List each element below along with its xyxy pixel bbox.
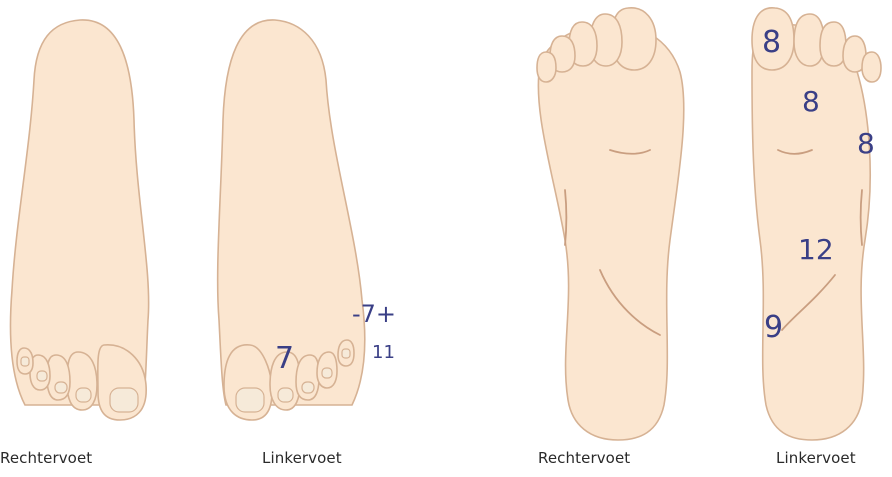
- caption-rechtervoet-sole: Rechtervoet: [538, 449, 630, 467]
- mark-ball: 8: [802, 88, 820, 116]
- caption-rechtervoet-top: Rechtervoet: [0, 449, 92, 467]
- mark-side: -7+: [352, 302, 396, 326]
- foot-top-view-right: [11, 20, 149, 420]
- caption-linkervoet-top: Linkervoet: [262, 449, 342, 467]
- foot-sole-view-left: [752, 8, 881, 440]
- mark-outer-ball: 8: [857, 130, 875, 158]
- foot-sole-view-right: [537, 8, 684, 440]
- mark-big-toe: 7: [275, 344, 294, 374]
- mark-heel: 9: [764, 313, 783, 343]
- caption-linkervoet-sole: Linkervoet: [776, 449, 856, 467]
- mark-side-lower: 11: [372, 344, 395, 362]
- mark-midfoot: 12: [798, 236, 834, 264]
- mark-big-toe-sole: 8: [762, 28, 781, 58]
